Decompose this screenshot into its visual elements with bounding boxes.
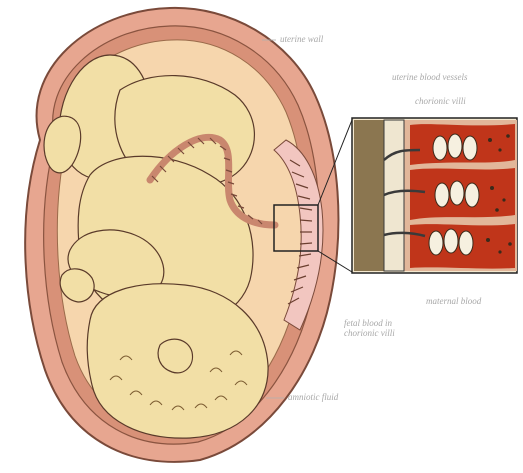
label-fetal-blood: fetal blood in chorionic villi: [344, 318, 426, 338]
label-maternal-blood: maternal blood: [426, 296, 481, 306]
label-chorionic-villi: chorionic villi: [415, 96, 466, 106]
inset-detail: [352, 118, 517, 273]
label-uterine-wall: uterine wall: [280, 34, 323, 44]
label-amniotic-fluid: amniotic fluid: [288, 392, 338, 402]
label-uterine-vessels: uterine blood vessels: [392, 72, 468, 82]
